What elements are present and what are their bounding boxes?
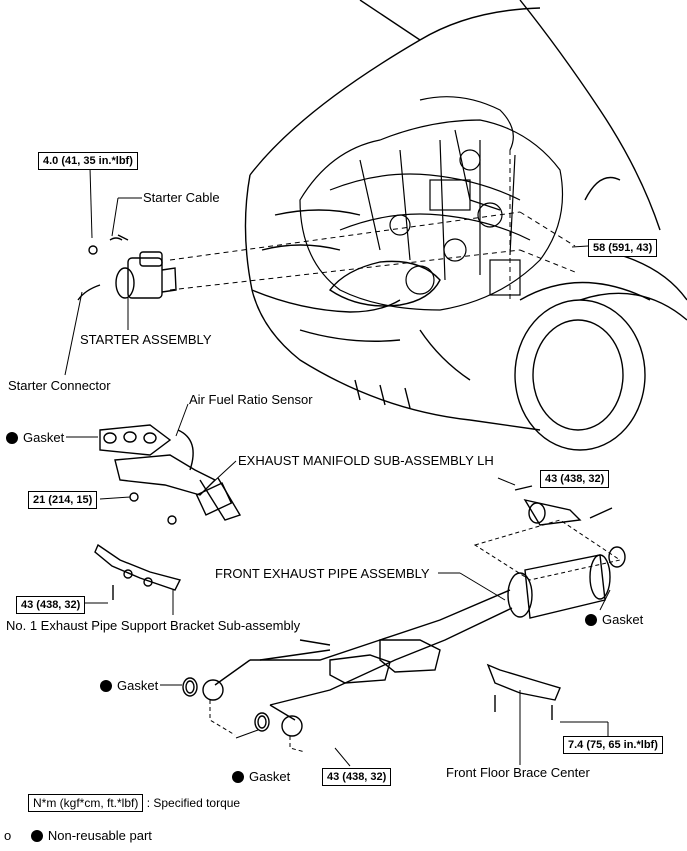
engine-illustration — [299, 96, 564, 311]
torque-pipe-support-bolt: 43 (438, 32) — [540, 470, 610, 488]
gasket-text: Gasket — [602, 612, 644, 627]
label-gasket-rear: Gasket — [585, 612, 643, 627]
vehicle-front-illustration — [244, 0, 687, 451]
gasket-text: Gasket — [23, 430, 65, 445]
torque-starter-bolt: 58 (591, 43) — [588, 239, 658, 257]
torque-starter-cable-nut: 4.0 (41, 35 in.*lbf) — [38, 152, 138, 170]
nonreusable-marker-icon — [585, 614, 597, 626]
legend-nonreusable-text: Non-reusable part — [47, 828, 152, 843]
nonreusable-marker-icon — [100, 680, 112, 692]
label-gasket-center: Gasket — [232, 769, 290, 784]
gasket-text: Gasket — [249, 769, 291, 784]
gasket-rings — [182, 677, 270, 732]
nonreusable-marker-icon — [6, 432, 18, 444]
label-af-sensor: Air Fuel Ratio Sensor — [189, 392, 313, 407]
label-starter-assembly: STARTER ASSEMBLY — [80, 332, 212, 347]
legend-nonreusable: o Non-reusable part — [4, 828, 152, 843]
torque-brace-bolt: 7.4 (75, 65 in.*lbf) — [563, 736, 663, 754]
gasket-text: Gasket — [117, 678, 159, 693]
label-gasket-left: Gasket — [100, 678, 158, 693]
torque-bracket-bolt: 43 (438, 32) — [16, 596, 86, 614]
floor-brace-illustration — [486, 663, 561, 720]
label-gasket-manifold: Gasket — [6, 430, 64, 445]
label-floor-brace: Front Floor Brace Center — [446, 765, 590, 780]
legend-torque: N*m (kgf*cm, ft.*lbf) : Specified torque — [28, 794, 240, 812]
label-support-bracket: No. 1 Exhaust Pipe Support Bracket Sub-a… — [6, 618, 301, 633]
torque-manifold-nut: 21 (214, 15) — [28, 491, 98, 509]
label-starter-connector: Starter Connector — [8, 378, 111, 393]
label-front-exhaust-pipe: FRONT EXHAUST PIPE ASSEMBLY — [215, 566, 430, 581]
nonreusable-marker-icon — [30, 830, 43, 842]
legend-torque-desc: : Specified torque — [146, 796, 241, 810]
nonreusable-marker-icon — [232, 771, 244, 783]
starter-assembly-illustration — [77, 234, 177, 301]
exhaust-manifold-illustration — [99, 424, 242, 525]
torque-front-pipe-bolt: 43 (438, 32) — [322, 768, 392, 786]
label-exhaust-manifold: EXHAUST MANIFOLD SUB-ASSEMBLY LH — [238, 453, 494, 468]
front-exhaust-pipe-illustration — [202, 554, 611, 753]
support-bracket-illustration — [94, 543, 182, 600]
mount-bracket-illustration — [473, 485, 626, 581]
legend-torque-unit: N*m (kgf*cm, ft.*lbf) — [28, 794, 144, 812]
label-starter-cable: Starter Cable — [143, 190, 220, 205]
legend-marker: o — [4, 828, 12, 843]
